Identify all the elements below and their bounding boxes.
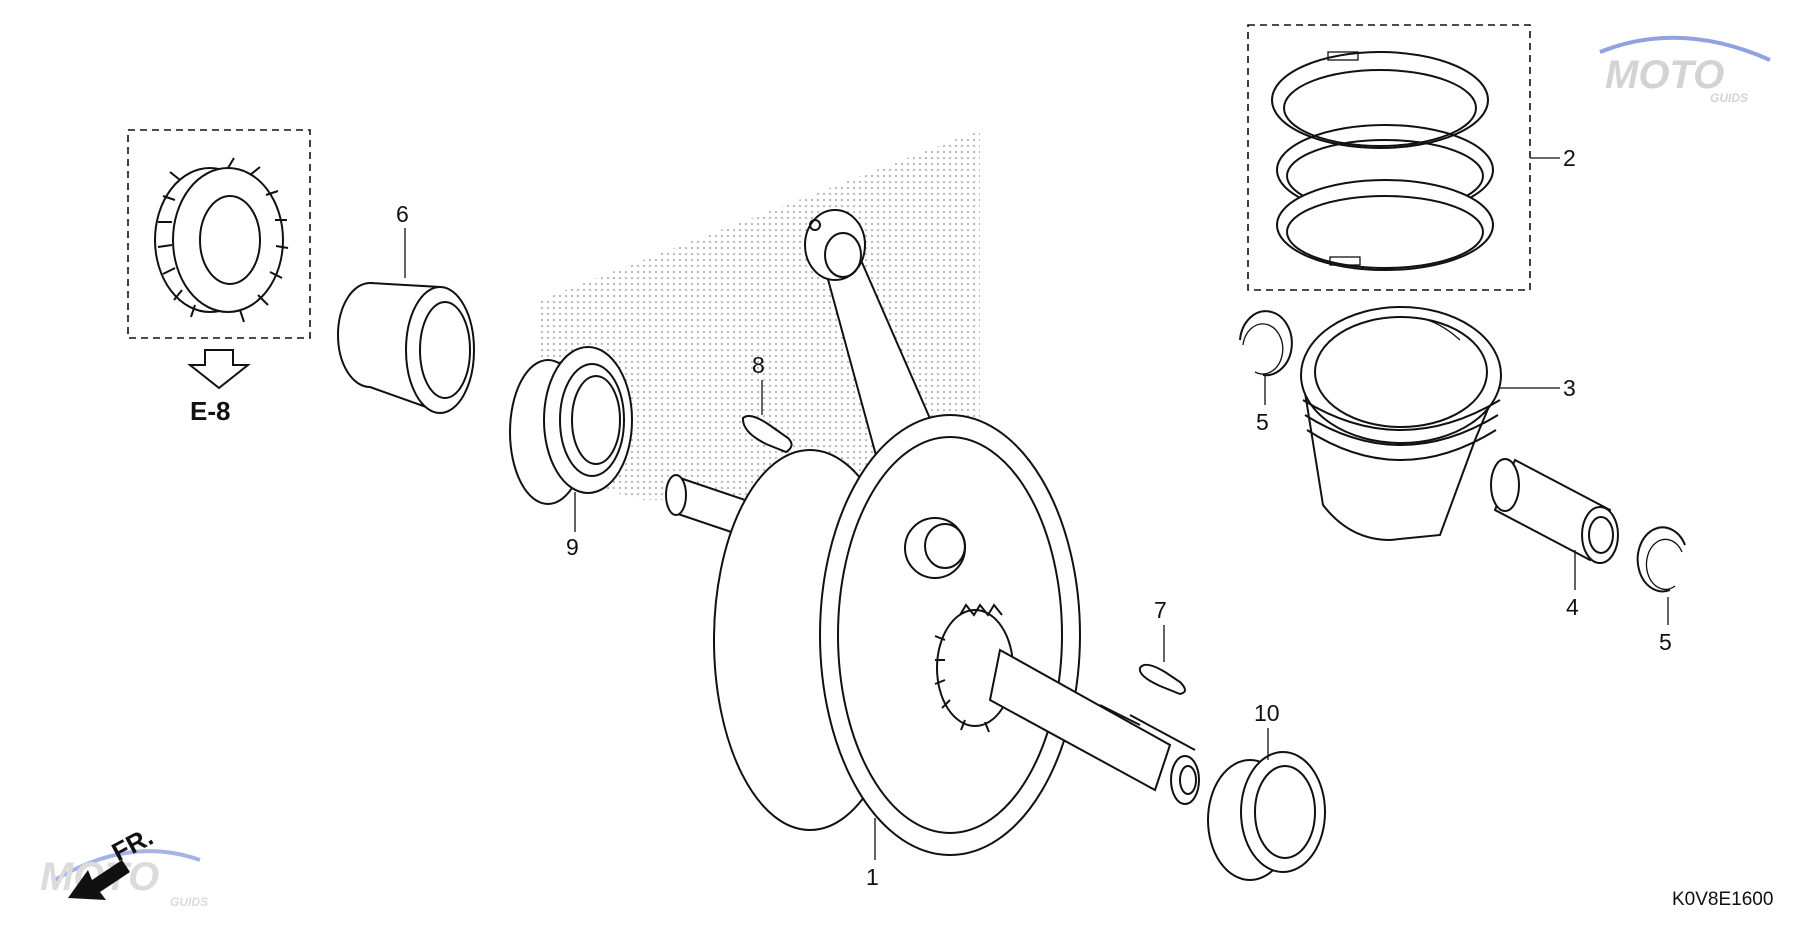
svg-text:GUIDS: GUIDS: [1710, 91, 1748, 105]
callout-1: 1: [866, 864, 879, 890]
callout-5-right: 5: [1659, 629, 1672, 655]
callout-4: 4: [1566, 594, 1579, 620]
reference-gear-box: E-8: [127, 129, 311, 426]
callout-5-left: 5: [1256, 409, 1269, 435]
callout-6: 6: [396, 201, 409, 227]
part-5-circlip-right: [1636, 526, 1686, 625]
svg-text:MOTO: MOTO: [1605, 53, 1724, 97]
gear-icon: [154, 157, 289, 323]
part-3-piston: [1300, 306, 1560, 542]
callout-3: 3: [1563, 375, 1576, 401]
part-5-circlip-left: [1239, 310, 1293, 405]
callout-8: 8: [752, 352, 765, 378]
part-7-key: [1138, 625, 1186, 696]
part-6-collar: [337, 228, 475, 414]
part-8-key: [741, 380, 793, 454]
part-9-bearing: [509, 346, 633, 532]
reference-label: E-8: [190, 396, 230, 426]
watermark-logo: MOTO GUIDS: [1599, 35, 1771, 105]
callout-10: 10: [1254, 700, 1280, 726]
part-4-piston-pin: [1490, 458, 1619, 590]
reference-arrow-icon: [187, 349, 251, 390]
part-10-bearing: [1207, 728, 1326, 881]
diagram-code: K0V8E1600: [1672, 889, 1773, 910]
callout-9: 9: [566, 534, 579, 560]
part-2-piston-rings: [1247, 24, 1560, 291]
callout-2: 2: [1563, 145, 1576, 171]
svg-text:GUIDS: GUIDS: [170, 895, 208, 909]
part-1-crankshaft: [665, 209, 1200, 860]
callout-7: 7: [1154, 597, 1167, 623]
